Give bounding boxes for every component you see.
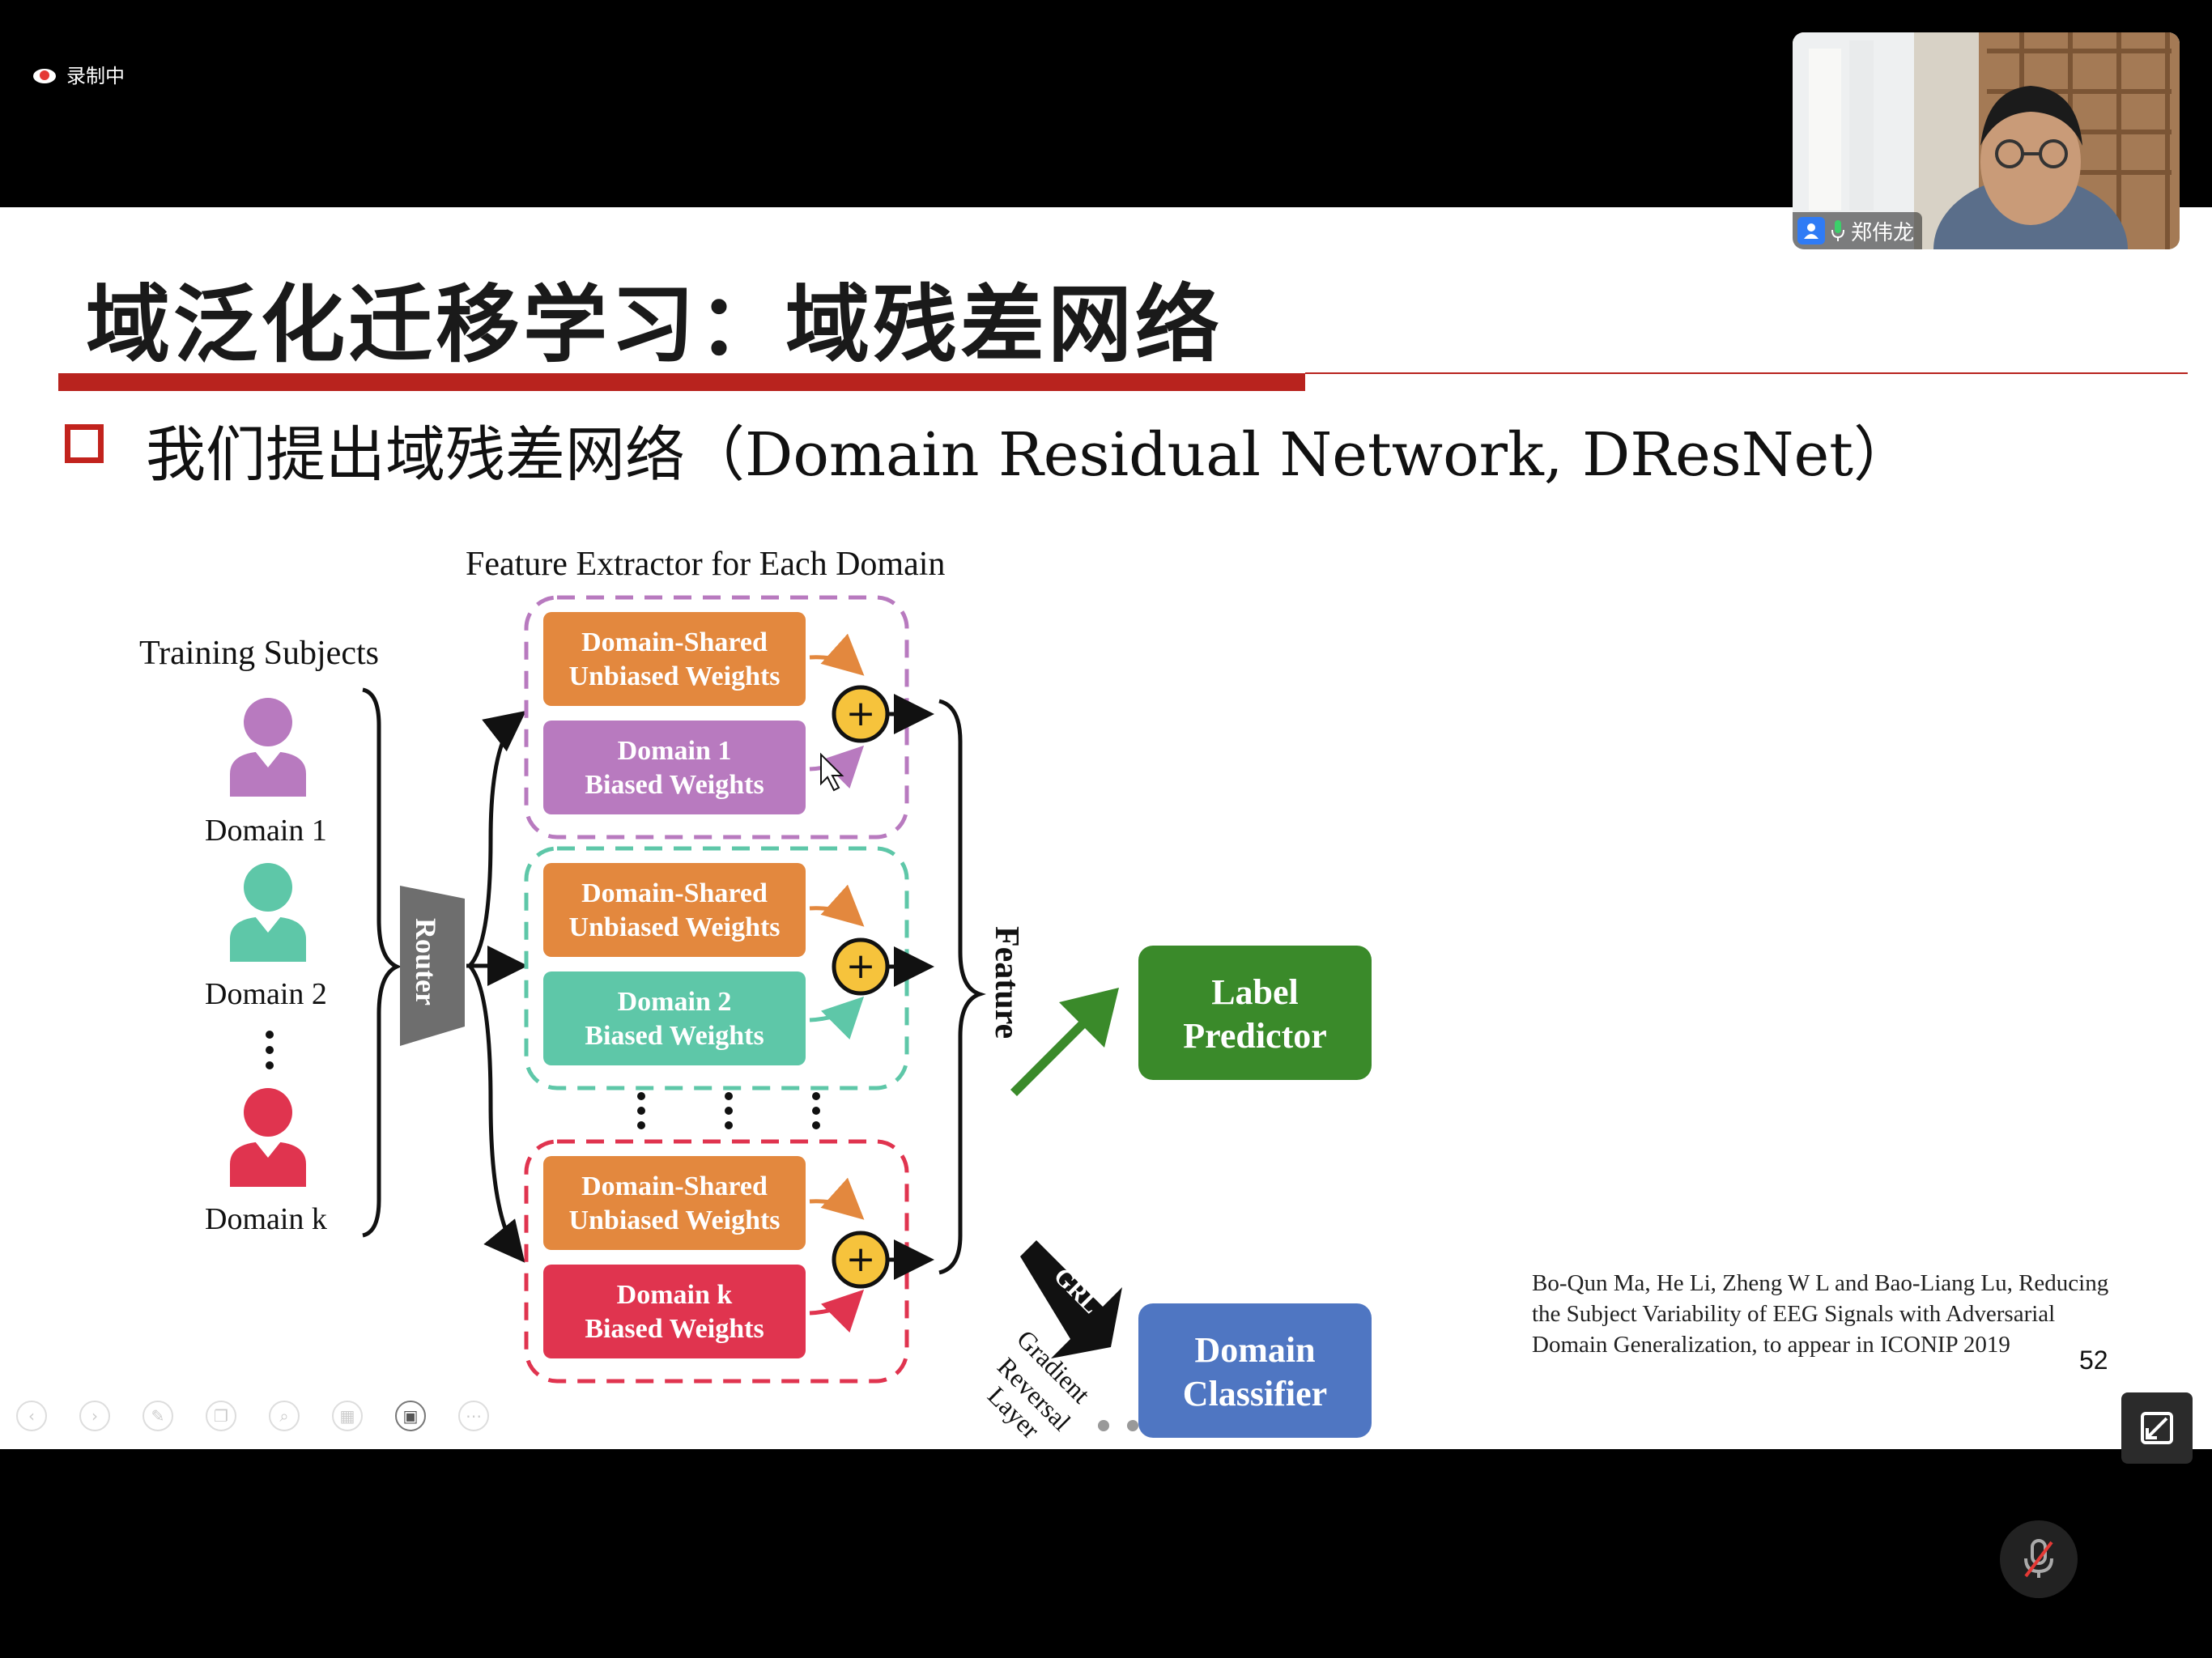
training-subjects-label: Training Subjects xyxy=(139,635,379,672)
domain-2-label: Domain 2 xyxy=(205,977,327,1011)
domain-classifier-text-1: Domain xyxy=(1194,1330,1315,1370)
slide-title: 域泛化迁移学习：域残差网络 xyxy=(86,275,1223,374)
domain-classifier-text-2: Classifier xyxy=(1183,1374,1327,1414)
plus-symbol-1: + xyxy=(846,693,876,734)
router-label: Router xyxy=(410,918,442,1005)
more-icon[interactable]: ⋯ xyxy=(458,1401,489,1431)
bullet-square-icon xyxy=(65,424,104,463)
mouse-cursor-icon xyxy=(820,752,844,792)
domain-1-person-icon xyxy=(230,698,306,797)
exit-fullscreen-icon xyxy=(2141,1412,2173,1444)
biased-weights-box-k xyxy=(543,1265,806,1358)
citation: Bo-Qun Ma, He Li, Zheng W L and Bao-Lian… xyxy=(1532,1268,2180,1360)
feature-brace xyxy=(938,699,986,1275)
domain-k-label: Domain k xyxy=(205,1202,327,1236)
plus-symbol-2: + xyxy=(846,946,876,987)
biased-weights-label-1b: Biased Weights xyxy=(585,770,764,800)
grid-icon[interactable]: ▦ xyxy=(332,1401,363,1431)
domain-k-person-icon xyxy=(230,1088,306,1187)
shared-weights-label-ka: Domain-Shared xyxy=(581,1171,768,1201)
biased-weights-label-1a: Domain 1 xyxy=(618,736,732,766)
biased-weights-label-kb: Biased Weights xyxy=(585,1314,764,1344)
title-underline-bar xyxy=(58,373,1305,391)
citation-line-1: Bo-Qun Ma, He Li, Zheng W L and Bao-Lian… xyxy=(1532,1270,2109,1296)
presentation-slide: 域泛化迁移学习：域残差网络 我们提出域残差网络（Domain Residual … xyxy=(0,207,2212,1449)
group-ellipsis xyxy=(637,1092,820,1129)
shared-weights-label-2a: Domain-Shared xyxy=(581,878,768,908)
domain-2-extractor-group xyxy=(524,846,909,1090)
prev-icon[interactable]: ‹ xyxy=(16,1401,47,1431)
recording-label: 录制中 xyxy=(66,65,125,87)
domain-2-person-icon xyxy=(230,863,306,962)
biased-weights-box-1 xyxy=(543,721,806,814)
slide-toolbar: ‹ › ✎ ❐ ⌕ ▦ ▣ ⋯ xyxy=(16,1401,489,1431)
domain-k-extractor-group xyxy=(524,1139,909,1384)
feature-extractor-header: Feature Extractor for Each Domain xyxy=(466,546,945,583)
label-predictor-text-2: Predictor xyxy=(1183,1016,1327,1056)
camera-icon[interactable]: ▣ xyxy=(395,1401,426,1431)
shared-weights-label-1b: Unbiased Weights xyxy=(568,661,780,691)
page-dot-2[interactable] xyxy=(1127,1420,1138,1431)
participant-name: 郑伟龙 xyxy=(1851,220,1915,245)
biased-weights-label-2a: Domain 2 xyxy=(618,987,732,1017)
fullscreen-toggle-button[interactable] xyxy=(2121,1392,2193,1464)
page-dot-1[interactable] xyxy=(1098,1420,1109,1431)
biased-weights-box-2 xyxy=(543,971,806,1065)
vertical-ellipsis xyxy=(266,1031,274,1069)
label-predictor-text-1: Label xyxy=(1211,972,1299,1012)
biased-weights-label-ka: Domain k xyxy=(617,1280,733,1310)
participant-video[interactable]: 郑伟龙 xyxy=(1793,32,2180,249)
shared-weights-box-2 xyxy=(543,863,806,957)
label-predictor-arrow xyxy=(1010,988,1119,1106)
biased-weights-label-2b: Biased Weights xyxy=(585,1021,764,1051)
citation-line-3: Domain Generalization, to appear in ICON… xyxy=(1532,1332,2010,1358)
plus-symbol-k: + xyxy=(846,1239,876,1280)
router-arrows xyxy=(466,710,528,1263)
recording-icon xyxy=(33,68,56,83)
feature-label: Feature xyxy=(988,926,1025,1039)
pen-icon[interactable]: ✎ xyxy=(143,1401,173,1431)
title-underline-line xyxy=(1305,372,2188,374)
grl-arrow xyxy=(1020,1240,1122,1358)
microphone-icon xyxy=(1831,220,1844,241)
shared-weights-label-kb: Unbiased Weights xyxy=(568,1205,780,1235)
user-icon xyxy=(1797,217,1825,244)
citation-line-2: the Subject Variability of EEG Signals w… xyxy=(1532,1301,2056,1327)
dresnet-diagram: Feature Extractor for Each Domain Traini… xyxy=(139,546,1372,1444)
page-indicator[interactable] xyxy=(1098,1420,1138,1431)
microphone-muted-icon xyxy=(2024,1539,2053,1578)
page-number: 52 xyxy=(2079,1346,2108,1375)
shared-weights-label-2b: Unbiased Weights xyxy=(568,912,780,942)
label-predictor-box xyxy=(1138,946,1372,1080)
copy-icon[interactable]: ❐ xyxy=(206,1401,236,1431)
router-block xyxy=(400,886,465,1046)
recording-indicator: 录制中 xyxy=(32,60,125,88)
zoom-icon[interactable]: ⌕ xyxy=(269,1401,300,1431)
shared-weights-box-k xyxy=(543,1156,806,1250)
shared-weights-box-1 xyxy=(543,612,806,706)
shared-weights-label-1a: Domain-Shared xyxy=(581,627,768,657)
participant-name-tag: 郑伟龙 xyxy=(1793,212,1923,249)
subjects-brace xyxy=(362,687,402,1238)
mute-microphone-button[interactable] xyxy=(2000,1520,2078,1598)
slide-subtitle: 我们提出域残差网络（Domain Residual Network, DResN… xyxy=(146,420,1914,490)
next-icon[interactable]: › xyxy=(79,1401,110,1431)
domain-classifier-box xyxy=(1138,1303,1372,1438)
domain-1-label: Domain 1 xyxy=(205,814,327,848)
